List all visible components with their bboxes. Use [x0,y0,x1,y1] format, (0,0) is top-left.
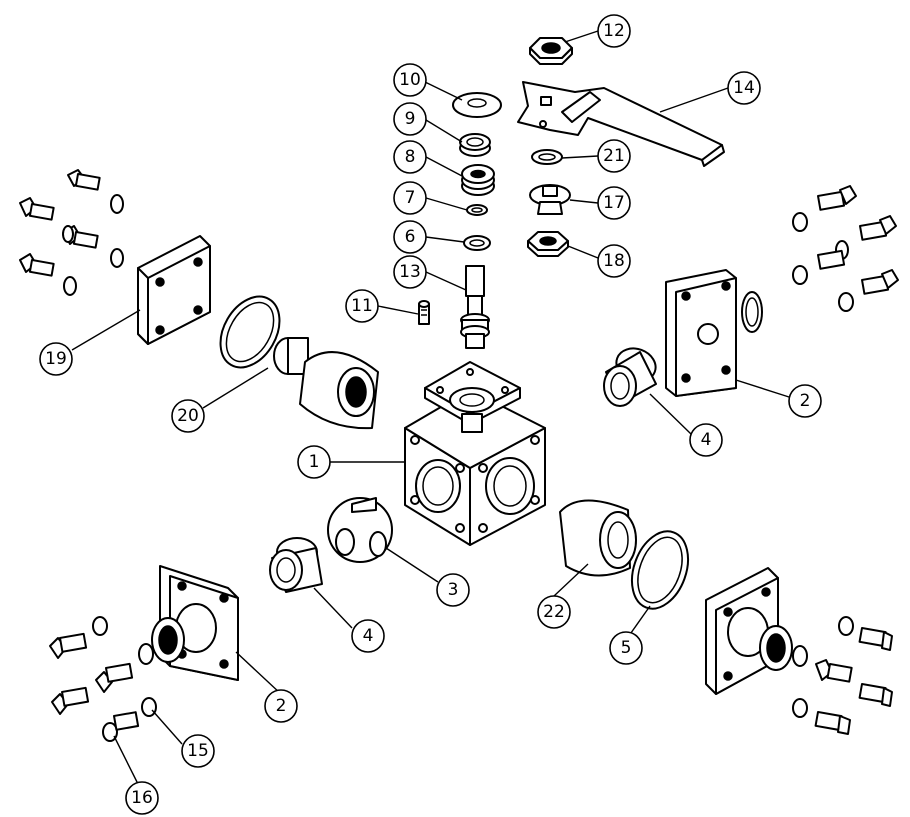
ring-9 [459,133,491,157]
leader-lines [71,30,790,785]
gasket-20 [219,295,309,375]
o-ring-7 [466,204,488,216]
balloon-9-label: 9 [405,109,416,129]
spring-stack-8 [461,164,495,196]
balloon-2-upper: 2 [788,384,822,418]
ball-3 [327,497,393,563]
balloon-18: 18 [597,244,631,278]
balloon-2-lower-label: 2 [276,696,287,716]
balloon-1-label: 1 [309,452,320,472]
lock-plate-17 [529,184,571,215]
blind-flange-19 [137,235,211,345]
balloon-11-label: 11 [351,296,373,316]
washer-10 [452,92,502,118]
balloon-4-lower-label: 4 [363,626,374,646]
stem-13 [460,265,490,349]
balloon-14-label: 14 [733,78,755,98]
balloon-1: 1 [297,445,331,479]
balloon-16: 16 [125,781,159,815]
balloon-3: 3 [436,573,470,607]
gasket-5 [630,530,690,610]
balloon-10-label: 10 [399,70,421,90]
balloon-21: 21 [597,139,631,173]
bolts-lower-left [49,616,157,742]
balloon-19: 19 [39,342,73,376]
nut-12 [529,37,573,65]
seat-4-upper [603,347,657,407]
balloon-16-label: 16 [131,788,153,808]
balloon-14: 14 [727,71,761,105]
bolts-upper-right [792,185,899,312]
o-ring-6 [463,235,491,251]
bolts-lower-right [792,616,893,735]
balloon-2-upper-label: 2 [800,391,811,411]
balloon-5: 5 [609,631,643,665]
balloon-4-upper-label: 4 [701,430,712,450]
balloon-9: 9 [393,102,427,136]
balloon-20-label: 20 [177,406,199,426]
end-flange-2-lower-left [151,565,239,681]
balloon-5-label: 5 [621,638,632,658]
valve-body [404,361,546,546]
balloon-22-label: 22 [543,602,565,622]
balloon-6-label: 6 [405,227,416,247]
nut-18 [527,231,569,257]
balloon-18-label: 18 [603,251,625,271]
handle-14 [517,81,725,167]
balloon-11: 11 [345,289,379,323]
balloon-12: 12 [597,14,631,48]
balloon-7: 7 [393,181,427,215]
washer-21 [531,149,563,165]
balloon-7-label: 7 [405,188,416,208]
balloon-6: 6 [393,220,427,254]
balloon-8: 8 [393,140,427,174]
balloon-3-label: 3 [448,580,459,600]
balloon-20: 20 [171,399,205,433]
balloon-8-label: 8 [405,147,416,167]
balloon-15: 15 [181,734,215,768]
end-flange-2-lower-right [705,567,793,695]
balloon-4-upper: 4 [689,423,723,457]
end-flange-2-upper [665,269,763,397]
balloon-22: 22 [537,595,571,629]
balloon-17: 17 [597,186,631,220]
screw-11 [418,300,430,325]
balloon-21-label: 21 [603,146,625,166]
balloon-4-lower: 4 [351,619,385,653]
balloon-17-label: 17 [603,193,625,213]
balloon-2-lower: 2 [264,689,298,723]
balloon-10: 10 [393,63,427,97]
balloon-19-label: 19 [45,349,67,369]
balloon-12-label: 12 [603,21,625,41]
balloon-15-label: 15 [187,741,209,761]
seat-4-lower [269,537,323,593]
seat-left [299,351,379,430]
bolts-upper-left [19,169,124,296]
balloon-13-label: 13 [399,262,421,282]
seat-22 [559,499,637,577]
balloon-13: 13 [393,255,427,289]
